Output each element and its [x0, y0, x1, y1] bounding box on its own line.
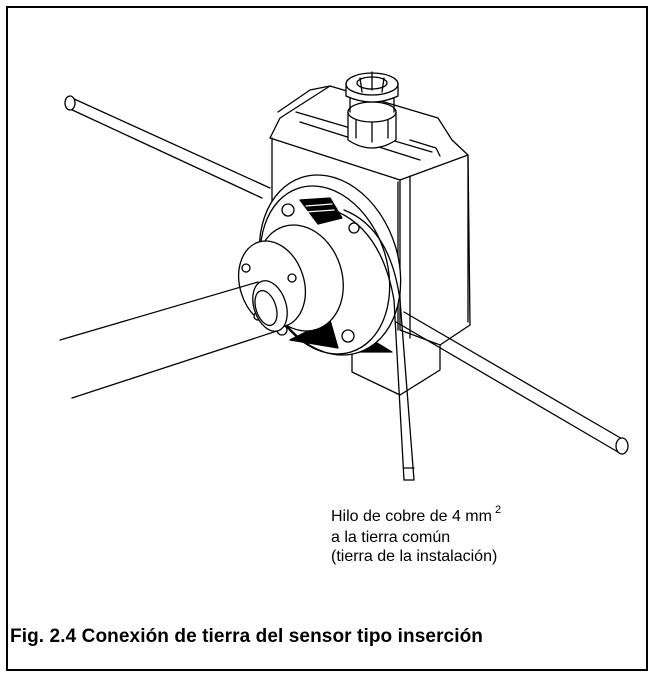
ground-wire-label-line3: (tierra de la instalación) — [331, 548, 498, 565]
figure-frame — [6, 6, 648, 671]
ground-wire-label-line2: a la tierra común — [331, 529, 451, 546]
superscript-unit: 2 — [494, 504, 502, 516]
insertion-tube — [59, 280, 288, 399]
cable-gland — [345, 71, 399, 149]
copper-ground-wire — [337, 209, 415, 481]
grounding-rod — [64, 95, 629, 455]
junction-box — [269, 85, 471, 396]
figure-caption: Fig. 2.4 Conexión de tierra del sensor t… — [10, 626, 484, 647]
